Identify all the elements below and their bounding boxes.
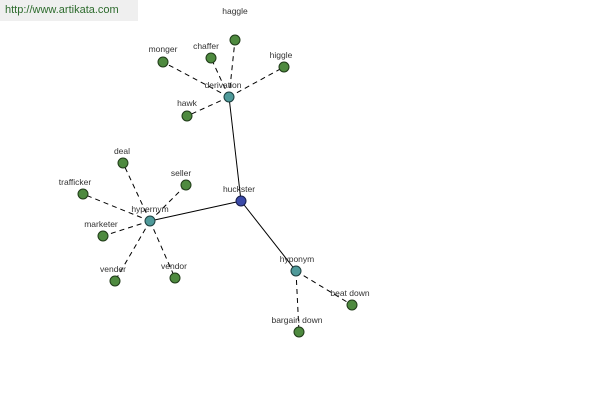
edge-huckster-hyponym: [240, 200, 297, 272]
node-derivation[interactable]: [223, 91, 235, 103]
node-deal[interactable]: [117, 157, 129, 169]
edge-derivation-higgle: [228, 66, 285, 98]
edge-hypernym-vender: [114, 220, 151, 282]
node-hyponym[interactable]: [290, 265, 302, 277]
node-bargain-down[interactable]: [293, 326, 305, 338]
edge-derivation-monger: [162, 61, 230, 98]
node-higgle[interactable]: [278, 61, 290, 73]
node-label-trafficker[interactable]: trafficker: [59, 177, 92, 187]
node-label-bargain-down[interactable]: bargain down: [271, 315, 322, 325]
edge-derivation-hawk: [186, 96, 230, 117]
graph-labels: huckster derivation hypernym hyponym haggle c…: [59, 6, 370, 325]
watermark-link[interactable]: http://www.artikata.com: [0, 0, 138, 21]
edge-huckster-derivation: [228, 96, 242, 202]
edge-hypernym-trafficker: [82, 193, 151, 222]
node-hawk[interactable]: [181, 110, 193, 122]
node-label-deal[interactable]: deal: [114, 146, 130, 156]
node-label-hawk[interactable]: hawk: [177, 98, 198, 108]
graph-edges: [82, 39, 353, 333]
node-trafficker[interactable]: [77, 188, 89, 200]
node-label-haggle[interactable]: haggle: [222, 6, 248, 16]
edge-hyponym-beat-down: [295, 270, 353, 306]
node-vender[interactable]: [109, 275, 121, 287]
edge-hypernym-seller: [149, 184, 187, 222]
node-label-seller[interactable]: seller: [171, 168, 191, 178]
node-haggle[interactable]: [229, 34, 241, 46]
edge-huckster-hypernym: [149, 200, 242, 222]
node-label-vendor[interactable]: vendor: [161, 261, 187, 271]
node-label-higgle[interactable]: higgle: [270, 50, 293, 60]
edge-hyponym-bargain-down: [295, 270, 300, 333]
node-label-chaffer[interactable]: chaffer: [193, 41, 219, 51]
node-seller[interactable]: [180, 179, 192, 191]
node-chaffer[interactable]: [205, 52, 217, 64]
node-beat-down[interactable]: [346, 299, 358, 311]
node-label-hyponym[interactable]: hyponym: [280, 254, 315, 264]
edge-derivation-haggle: [228, 39, 236, 98]
node-label-derivation[interactable]: derivation: [205, 80, 242, 90]
node-monger[interactable]: [157, 56, 169, 68]
edge-derivation-chaffer: [210, 57, 230, 98]
node-label-beat-down[interactable]: beat down: [330, 288, 369, 298]
node-hypernym[interactable]: [144, 215, 156, 227]
graph-nodes: [77, 34, 358, 338]
node-vendor[interactable]: [169, 272, 181, 284]
edge-hypernym-vendor: [149, 220, 176, 279]
node-label-monger[interactable]: monger: [149, 44, 178, 54]
node-label-marketer[interactable]: marketer: [84, 219, 118, 229]
node-label-hypernym[interactable]: hypernym: [131, 204, 168, 214]
node-label-huckster[interactable]: huckster: [223, 184, 255, 194]
edge-hypernym-deal: [122, 162, 151, 222]
node-huckster[interactable]: [235, 195, 247, 207]
node-marketer[interactable]: [97, 230, 109, 242]
node-label-vender[interactable]: vender: [100, 264, 126, 274]
